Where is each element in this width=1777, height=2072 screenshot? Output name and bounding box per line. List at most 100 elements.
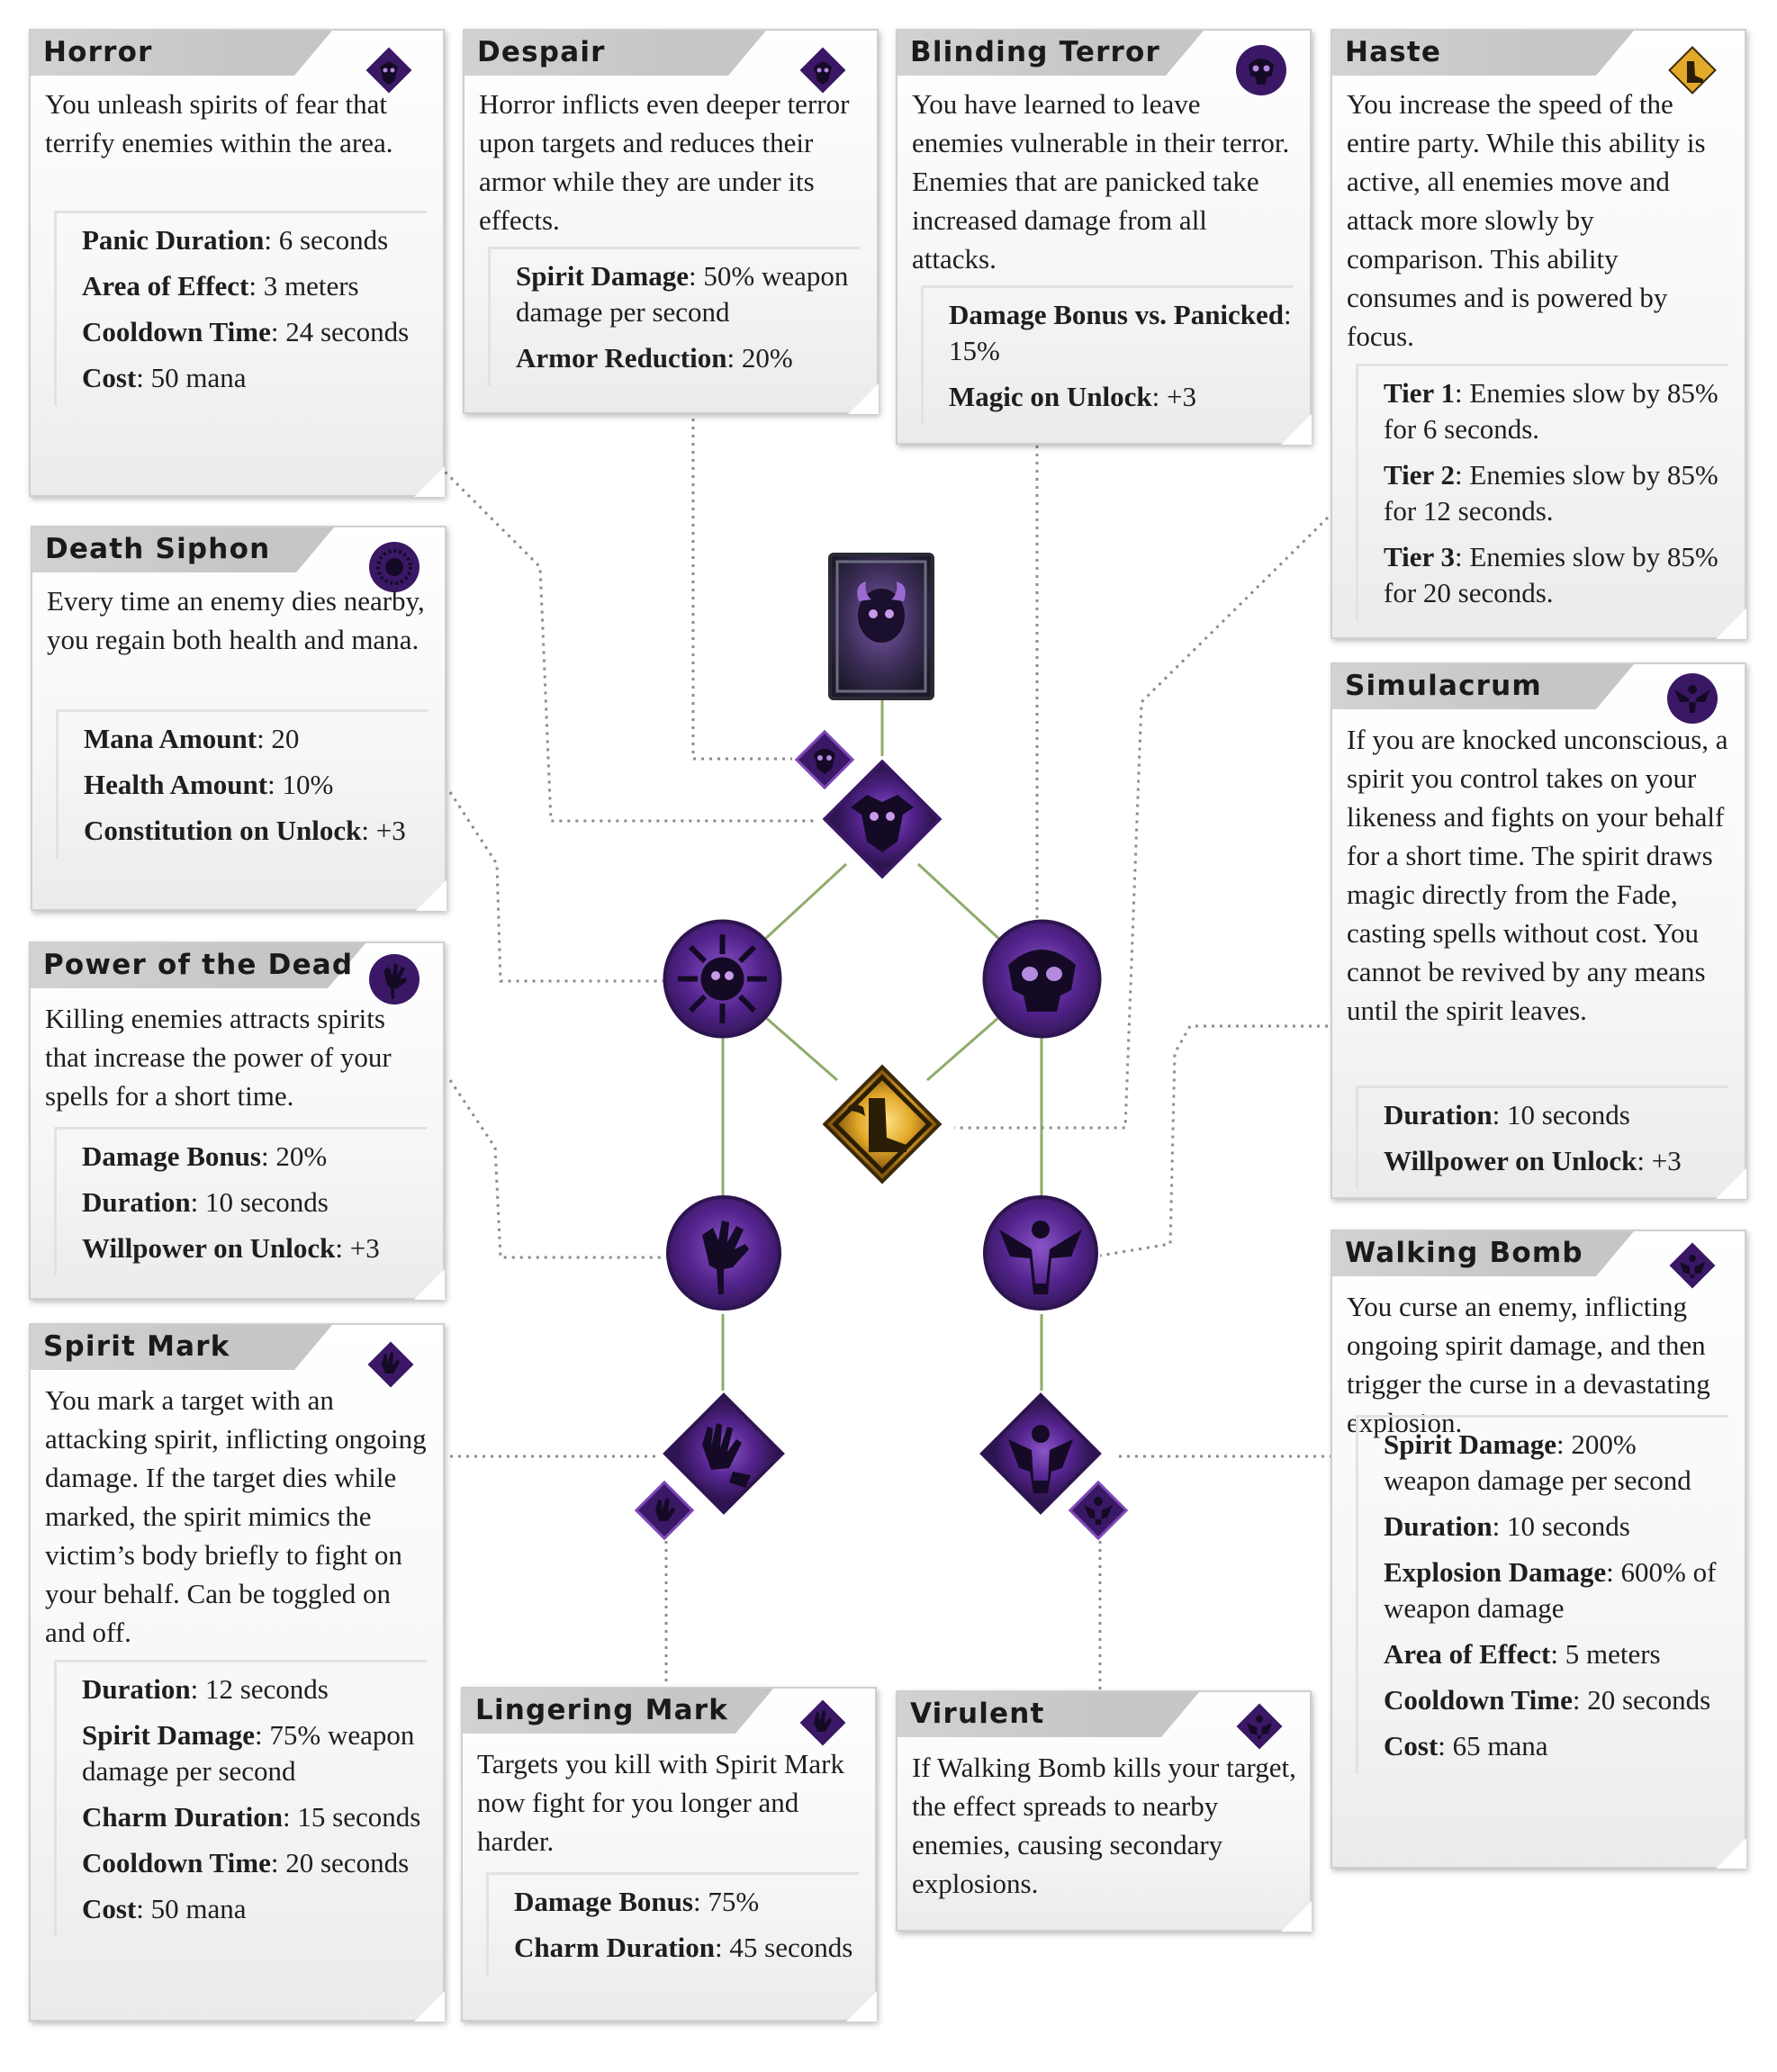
card-description: Every time an enemy dies nearby, you reg… — [47, 585, 425, 655]
dripping-hand-icon — [367, 952, 421, 1006]
card-despair: Despair Horror inflicts even deeper terr… — [463, 29, 879, 414]
card-simulacrum: Simulacrum If you are knocked unconsciou… — [1330, 662, 1746, 1199]
stat-line: Charm Duration: 15 seconds — [82, 1801, 421, 1833]
card-description: You unleash spirits of fear that terrify… — [45, 88, 393, 158]
stat-line: Cost: 50 mana — [82, 362, 247, 393]
spirit-figure-icon — [1665, 671, 1719, 725]
card-title: Lingering Mark — [475, 1694, 729, 1726]
card-stats: Mana Amount: 20 Health Amount: 10% Const… — [56, 709, 428, 859]
winged-boot-node-icon — [822, 1064, 943, 1185]
walking-bomb-small-icon — [1068, 1480, 1129, 1541]
winged-boot-icon — [1665, 43, 1719, 97]
spirit-mark-node[interactable] — [652, 1382, 796, 1526]
stat-line: Duration: 10 seconds — [1384, 1099, 1630, 1131]
blinding-terror-node[interactable] — [981, 918, 1103, 1040]
stat-line: Willpower on Unlock: +3 — [82, 1232, 380, 1264]
skull-sunburst-node-icon — [663, 919, 782, 1039]
stat-line: Duration: 10 seconds — [1384, 1510, 1630, 1542]
haste-node[interactable] — [813, 1055, 952, 1194]
stat-line: Spirit Damage: 50% weapon damage per sec… — [516, 260, 849, 328]
card-death-siphon: Death Siphon Every time an enemy dies ne… — [31, 526, 447, 911]
card-power-of-the-dead: Power of the Dead Killing enemies attrac… — [29, 941, 445, 1300]
despair-node[interactable] — [792, 727, 857, 792]
skull-sunburst-icon — [367, 540, 421, 594]
card-title: Spirit Mark — [43, 1330, 230, 1363]
card-description: You mark a target with an attacking spir… — [45, 1384, 427, 1648]
card-title: Haste — [1345, 36, 1442, 68]
card-description: Horror inflicts even deeper terror upon … — [479, 88, 850, 236]
card-description: You increase the speed of the entire par… — [1347, 88, 1706, 352]
card-description: You have learned to leave enemies vulner… — [912, 88, 1290, 275]
hand-mark-icon — [796, 1696, 850, 1750]
stat-line: Constitution on Unlock: +3 — [84, 815, 406, 846]
stat-line: Area of Effect: 5 meters — [1384, 1638, 1661, 1670]
card-title: Simulacrum — [1345, 670, 1542, 702]
hand-mark-node-icon — [663, 1392, 785, 1515]
walking-bomb-node-icon — [979, 1392, 1102, 1515]
stat-line: Cost: 65 mana — [1384, 1730, 1548, 1761]
spirit-tome-icon — [828, 553, 934, 700]
walking-bomb-icon — [1232, 1699, 1286, 1753]
card-stats: Damage Bonus: 20% Duration: 10 seconds W… — [54, 1127, 427, 1276]
card-horror: Horror You unleash spirits of fear that … — [29, 29, 445, 497]
card-title: Despair — [477, 36, 606, 68]
skull-icon — [1234, 43, 1288, 97]
death-siphon-node[interactable] — [662, 918, 783, 1040]
card-stats: Spirit Damage: 50% weapon damage per sec… — [488, 247, 861, 386]
card-stats: Duration: 10 seconds Willpower on Unlock… — [1356, 1086, 1728, 1189]
hand-mark-icon — [364, 1338, 418, 1392]
stat-line: Tier 3: Enemies slow by 85% for 20 secon… — [1384, 541, 1718, 608]
card-stats: Damage Bonus: 75% Charm Duration: 45 sec… — [486, 1872, 859, 1976]
card-description: If Walking Bomb kills your target, the e… — [912, 1752, 1296, 1899]
stat-line: Duration: 10 seconds — [82, 1186, 329, 1218]
card-spirit-mark: Spirit Mark You mark a target with an at… — [29, 1323, 445, 2022]
walking-bomb-node[interactable] — [969, 1382, 1113, 1526]
stat-line: Cost: 50 mana — [82, 1893, 247, 1924]
simulacrum-node[interactable] — [981, 1194, 1100, 1312]
card-stats: Panic Duration: 6 seconds Area of Effect… — [54, 211, 427, 406]
stat-line: Cooldown Time: 20 seconds — [1384, 1684, 1711, 1716]
power-of-the-dead-node[interactable] — [664, 1194, 783, 1312]
stat-line: Area of Effect: 3 meters — [82, 270, 359, 302]
stat-line: Tier 2: Enemies slow by 85% for 12 secon… — [1384, 459, 1718, 527]
stat-line: Spirit Damage: 200% weapon damage per se… — [1384, 1428, 1691, 1496]
lingering-mark-node[interactable] — [630, 1476, 699, 1545]
card-description: Targets you kill with Spirit Mark now fi… — [477, 1748, 844, 1857]
card-description: If you are knocked unconscious, a spirit… — [1347, 724, 1728, 1026]
card-blinding-terror: Blinding Terror You have learned to leav… — [896, 29, 1312, 445]
stat-line: Panic Duration: 6 seconds — [82, 224, 389, 256]
stat-line: Damage Bonus: 75% — [514, 1886, 760, 1917]
card-stats: Damage Bonus vs. Panicked: 15% Magic on … — [921, 285, 1294, 425]
card-haste: Haste You increase the speed of the enti… — [1330, 29, 1746, 639]
skull-node-icon — [982, 919, 1102, 1039]
stat-line: Mana Amount: 20 — [84, 723, 300, 754]
horror-node[interactable] — [815, 752, 950, 887]
stat-line: Health Amount: 10% — [84, 769, 334, 800]
spirit-tome-node[interactable] — [826, 551, 936, 702]
card-title: Virulent — [910, 1698, 1045, 1730]
stat-line: Magic on Unlock: +3 — [949, 381, 1196, 412]
stat-line: Charm Duration: 45 seconds — [514, 1932, 853, 1963]
horror-node-icon — [822, 759, 943, 879]
stat-line: Damage Bonus vs. Panicked: 15% — [949, 299, 1292, 366]
stat-line: Damage Bonus: 20% — [82, 1140, 328, 1172]
stat-line: Explosion Damage: 600% of weapon damage — [1384, 1556, 1717, 1624]
spirit-figure-node-icon — [983, 1195, 1098, 1311]
despair-icon — [796, 43, 850, 97]
card-stats: Duration: 12 seconds Spirit Damage: 75% … — [54, 1660, 427, 1937]
card-stats: Tier 1: Enemies slow by 85% for 6 second… — [1356, 364, 1728, 621]
stat-line: Armor Reduction: 20% — [516, 342, 793, 374]
stat-line: Cooldown Time: 24 seconds — [82, 316, 410, 347]
hand-mark-small-icon — [634, 1480, 695, 1541]
stat-line: Spirit Damage: 75% weapon damage per sec… — [82, 1719, 415, 1787]
walking-bomb-icon — [1665, 1239, 1719, 1293]
virulent-node[interactable] — [1064, 1476, 1132, 1545]
card-stats: Spirit Damage: 200% weapon damage per se… — [1356, 1415, 1728, 1774]
card-walking-bomb: Walking Bomb You curse an enemy, inflict… — [1330, 1230, 1746, 1869]
card-lingering-mark: Lingering Mark Targets you kill with Spi… — [461, 1687, 877, 2022]
card-description: Killing enemies attracts spirits that in… — [45, 1003, 392, 1112]
card-title: Power of the Dead — [43, 949, 354, 981]
dripping-hand-node-icon — [666, 1195, 781, 1311]
stat-line: Willpower on Unlock: +3 — [1384, 1145, 1682, 1176]
stat-line: Duration: 12 seconds — [82, 1673, 329, 1705]
